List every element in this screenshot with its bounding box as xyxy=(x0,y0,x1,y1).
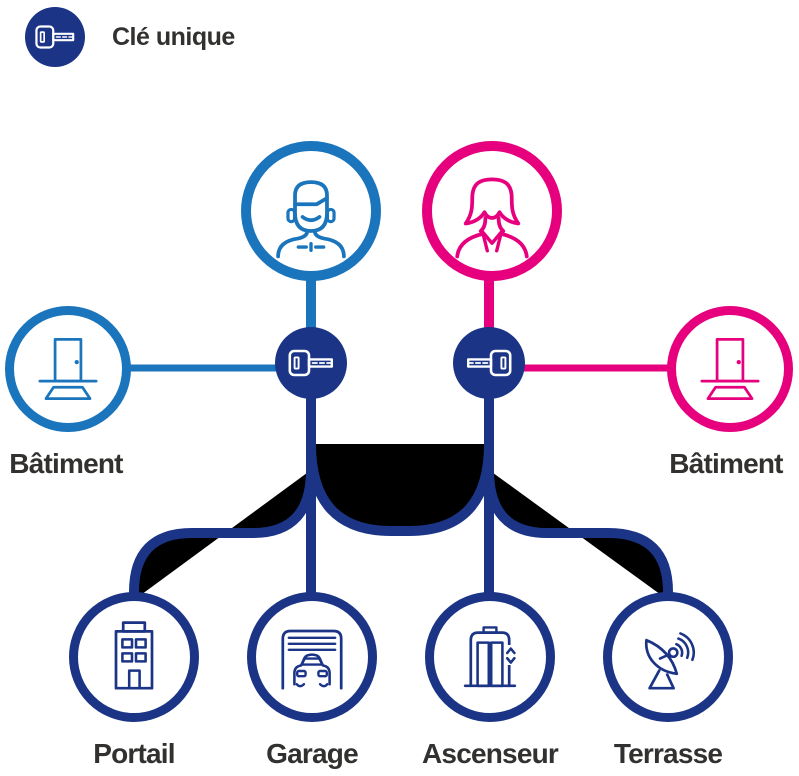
door-icon xyxy=(38,337,98,401)
man-icon xyxy=(276,180,346,259)
building-left-label: Bâtiment xyxy=(9,448,123,479)
key-icon xyxy=(35,25,75,49)
building-right-label: Bâtiment xyxy=(669,448,783,479)
satellite-dish-icon xyxy=(645,632,696,690)
legend-label: Clé unique xyxy=(112,23,235,51)
key-node-left xyxy=(275,327,347,399)
man-avatar xyxy=(241,141,381,281)
portail-node xyxy=(69,592,199,722)
terrasse-node xyxy=(603,592,733,722)
garage-icon xyxy=(281,629,343,690)
elevator-icon xyxy=(463,626,518,688)
key-icon xyxy=(467,349,512,377)
woman-icon xyxy=(455,177,529,259)
portail-label: Portail xyxy=(93,738,175,769)
door-icon xyxy=(700,337,760,401)
key-icon xyxy=(288,349,333,377)
terrasse-label: Terrasse xyxy=(613,738,723,769)
building-node-left xyxy=(5,306,131,432)
woman-avatar xyxy=(422,141,562,281)
ascenseur-node xyxy=(425,592,555,722)
building-node-right xyxy=(667,306,793,432)
building-icon xyxy=(114,621,154,690)
garage-label: Garage xyxy=(266,738,359,769)
garage-node xyxy=(247,592,377,722)
key-node-right xyxy=(453,327,525,399)
ascenseur-label: Ascenseur xyxy=(422,738,559,769)
key-badge xyxy=(25,7,85,67)
